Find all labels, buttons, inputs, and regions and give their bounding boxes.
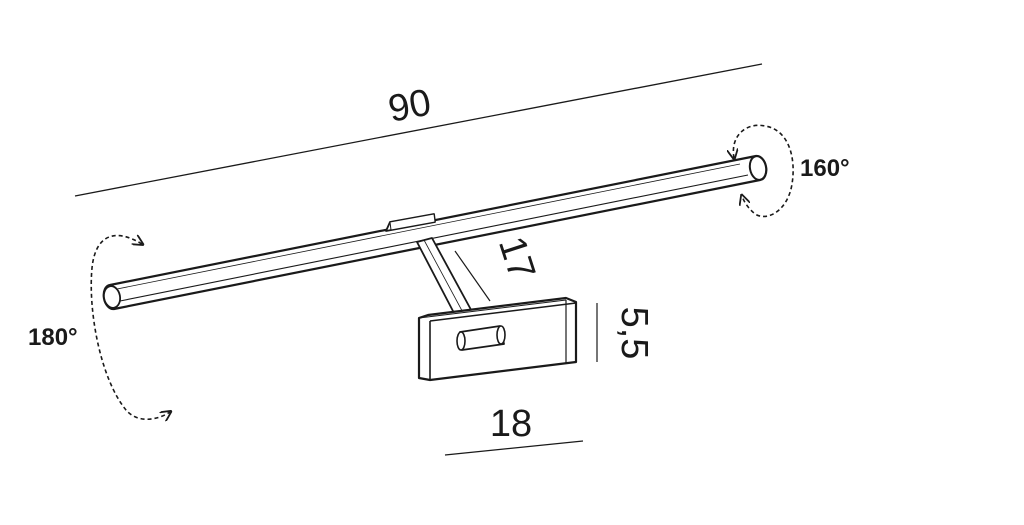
height-dimension-label: 5,5 bbox=[613, 307, 655, 360]
wall-joint bbox=[456, 325, 506, 351]
bar-clamp bbox=[385, 213, 436, 232]
arm-dimension-line bbox=[454, 250, 491, 302]
arm-dimension-label: 17 bbox=[490, 232, 543, 285]
width-dimension-label: 18 bbox=[490, 403, 532, 445]
lamp-bar bbox=[102, 154, 768, 311]
length-dimension-label: 90 bbox=[385, 82, 435, 131]
rotation-arrow-left-icon bbox=[90, 236, 170, 420]
rotation-label-right: 160° bbox=[800, 155, 850, 182]
length-dimension-line bbox=[74, 63, 763, 197]
rotation-label-left: 180° bbox=[28, 324, 78, 351]
width-dimension-line bbox=[444, 440, 584, 456]
